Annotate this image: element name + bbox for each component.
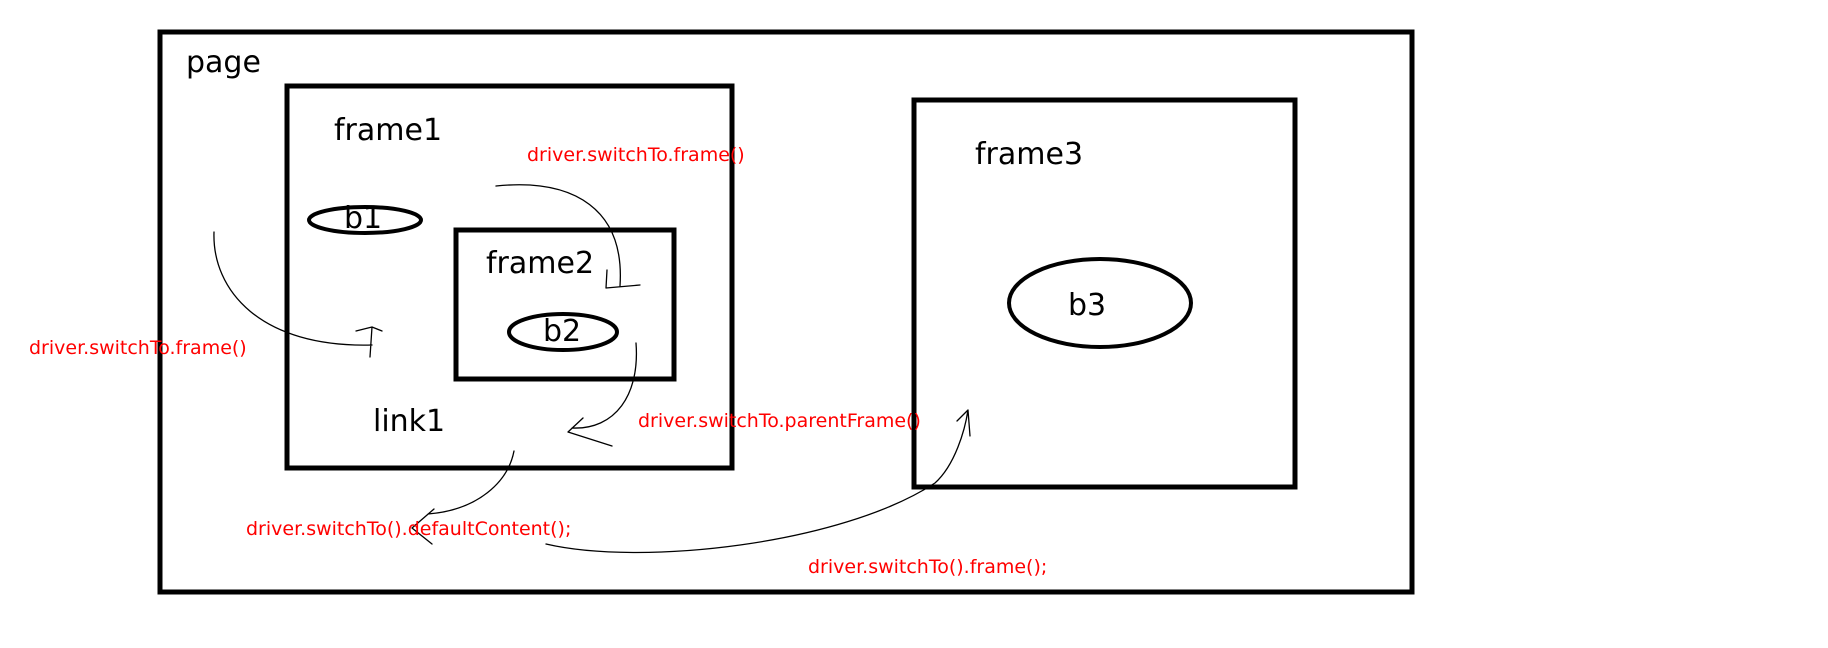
arrow-enter-frame2 bbox=[495, 184, 641, 289]
b1-label: b1 bbox=[344, 201, 382, 236]
annotation-to-frame3: driver.switchTo().frame(); bbox=[808, 556, 1047, 578]
annotation-to-default: driver.switchTo().defaultContent(); bbox=[246, 518, 571, 540]
arrow-enter-frame1 bbox=[213, 231, 383, 358]
frame1-box bbox=[284, 83, 735, 471]
annotation-enter-frame2: driver.switchTo.frame() bbox=[527, 144, 745, 166]
arrow-to-frame3 bbox=[545, 409, 971, 554]
frame3-label: frame3 bbox=[975, 137, 1083, 172]
page-label: page bbox=[186, 45, 261, 80]
b1-oval bbox=[307, 205, 423, 235]
frame3-box bbox=[911, 97, 1298, 490]
page-box bbox=[157, 29, 1415, 595]
b3-oval bbox=[1007, 257, 1193, 349]
frame2-label: frame2 bbox=[486, 246, 594, 281]
b2-oval bbox=[507, 312, 619, 352]
link1-label: link1 bbox=[373, 404, 445, 439]
arrow-to-default bbox=[411, 450, 515, 545]
annotation-enter-frame1: driver.switchTo.frame() bbox=[29, 337, 247, 359]
frame1-label: frame1 bbox=[334, 113, 442, 148]
frame2-box bbox=[453, 227, 677, 382]
b3-label: b3 bbox=[1068, 288, 1106, 323]
b2-label: b2 bbox=[543, 314, 581, 349]
arrow-to-parent bbox=[567, 342, 638, 447]
annotation-to-parent: driver.switchTo.parentFrame() bbox=[638, 410, 921, 432]
